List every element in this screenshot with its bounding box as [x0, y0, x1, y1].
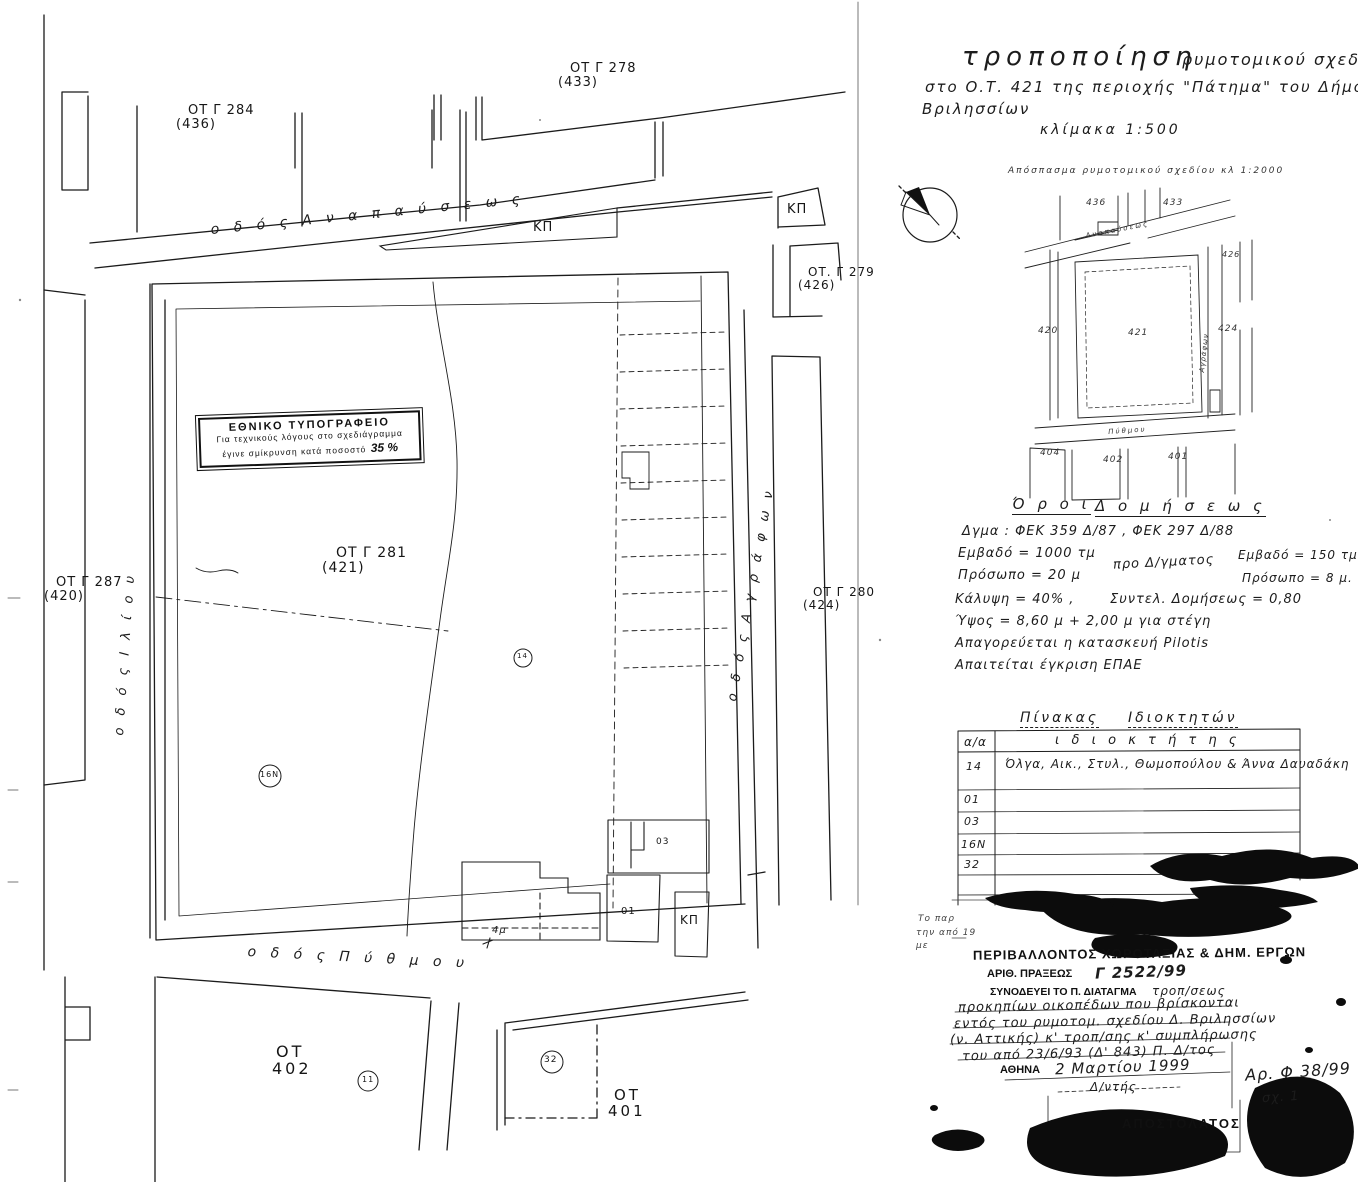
block-label-401: ΟΤ 401 — [608, 1086, 646, 1120]
owners-heading-2: Ιδιοκτητών — [1128, 710, 1238, 728]
inset-label-402: 402 — [1103, 455, 1124, 465]
approval-fragment-1: Το παρ — [918, 914, 955, 924]
owner-row-no: 16Ν — [961, 838, 987, 851]
kp-label-parcel: ΚΠ — [680, 913, 699, 927]
inset-label-426: 426 — [1222, 250, 1241, 259]
reduction-percent: 35 % — [370, 440, 399, 455]
street-anapafseos-lines — [89, 179, 773, 269]
owners-col-owner: ι δ ι ο κ τ ή τ η ς — [1055, 733, 1241, 748]
sheet-number: σχ. 1 — [1261, 1088, 1300, 1107]
terms-area-new: Εμβαδό = 150 τμ. — [1238, 548, 1358, 562]
inset-label-421: 421 — [1128, 328, 1149, 338]
block-label-402: ΟΤ 402 — [272, 1042, 312, 1078]
terms-coefficient: Συντελ. Δομήσεως = 0,80 — [1110, 592, 1303, 607]
doc-title-line3: Βριλησσίων — [922, 100, 1031, 118]
terms-epae: Απαιτείται έγκριση ΕΠΑΕ — [955, 658, 1143, 673]
terms-decree: Δγμα : ΦΕΚ 359 Δ/87 , ΦΕΚ 297 Δ/88 — [962, 524, 1235, 539]
accompanies-line: ΣΥΝΟΔΕΥΕΙ ΤΟ Π. ΔΙΑΤΑΓΜΑ — [990, 986, 1137, 998]
dimension-4m: 4μ — [492, 925, 507, 936]
approval-fragment-3: με — [916, 941, 929, 951]
block-label-g278: ΟΤ Γ 278 (433) — [558, 61, 637, 90]
bottom-blocks-lines — [64, 976, 749, 1182]
owners-col-no: α/α — [964, 735, 987, 749]
owner-row-no: 32 — [964, 858, 980, 871]
inset-label-404: 404 — [1040, 448, 1061, 458]
circle-label-11: 11 — [362, 1075, 375, 1084]
circle-markers — [258, 648, 564, 1092]
owner-row-name: Όλγα, Αικ., Στυλ., Θωμοπούλου & Άννα Δαυ… — [1005, 757, 1350, 771]
approval-signer: ΑΠΟΣΤΟΛΑΤΟΣ — [1122, 1116, 1241, 1131]
inset-label-424: 424 — [1218, 324, 1239, 334]
terms-frontage-old: Πρόσωπο = 20 μ — [958, 568, 1081, 583]
inset-label-433: 433 — [1163, 198, 1184, 208]
main-block-outline — [151, 271, 746, 941]
doc-title-rest: ρυμοτομικού σχεδίου — [1182, 50, 1358, 69]
inset-label-436: 436 — [1086, 198, 1107, 208]
block-label-g284: ΟΤ Γ 284 (436) — [176, 103, 255, 132]
block-label-g287: ΟΤ Γ 287 (420) — [44, 575, 123, 604]
doc-title-line2: στο Ο.Τ. 421 της περιοχής "Πάτημα" του Δ… — [925, 78, 1358, 96]
owner-row-no: 14 — [966, 760, 982, 773]
terms-pilotis: Απαγορεύεται η κατασκευή Pilotis — [955, 636, 1210, 651]
praxis-number: Γ 2522/99 — [1094, 961, 1188, 983]
bottom-parcels-lines — [461, 819, 710, 958]
parcel-label-03: 03 — [656, 837, 670, 847]
main-block-inner-lines — [155, 275, 731, 937]
terms-heading-1: Ό ρ ο ι — [1012, 495, 1091, 515]
approval-fragment-2: την από 19 — [916, 928, 977, 938]
terms-coverage: Κάλυψη = 40% , — [955, 592, 1075, 607]
inset-label-420: 420 — [1038, 326, 1059, 336]
approval-city: ΑΘΗΝΑ — [1000, 1064, 1041, 1076]
inset-label-401: 401 — [1168, 452, 1189, 462]
circle-label-14: 14 — [517, 652, 528, 660]
accompanies-hand: τροπ/σεως — [1152, 984, 1226, 998]
owner-row-no: 03 — [964, 815, 980, 828]
scan-specks — [18, 119, 1331, 642]
approval-director: Δ/ντής — [1090, 1080, 1137, 1094]
inset-title: Απόσπασμα ρυμοτομικού σχεδίου κλ 1:2000 — [1008, 166, 1285, 176]
kp-label-right: ΚΠ — [787, 202, 808, 217]
printing-office-line3: έγινε σμίκρυνση κατά ποσοστό — [222, 444, 367, 460]
owners-table-rules — [957, 728, 1301, 906]
north-arrow-icon — [898, 185, 962, 243]
block-label-g281: ΟΤ Γ 281 (421) — [322, 545, 407, 576]
ink-blotches — [930, 849, 1358, 1177]
terms-frontage-new: Πρόσωπο = 8 μ. — [1242, 571, 1353, 585]
printing-office-stamp: ΕΘΝΙΚΟ ΤΥΠΟΓΡΑΦΕΙΟ Για τεχνικούς λόγους … — [198, 410, 422, 468]
right-blocks-lines — [743, 187, 842, 949]
terms-height: Ύψος = 8,60 μ + 2,00 μ για στέγη — [955, 614, 1212, 629]
owner-row-no: 01 — [964, 793, 980, 806]
circle-label-16n: 16Ν — [260, 770, 280, 779]
block-label-g280: ΟΤ Γ 280 (424) — [803, 585, 875, 612]
circle-label-32: 32 — [544, 1055, 558, 1065]
doc-scale: κλίμακα 1:500 — [1040, 122, 1181, 138]
praxis-label: ΑΡΙΘ. ΠΡΑΞΕΩΣ — [987, 968, 1073, 980]
inset-map-lines — [1024, 187, 1253, 501]
owners-heading-1: Πίνακας — [1020, 710, 1100, 728]
terms-area-old: Εμβαδό = 1000 τμ — [958, 546, 1096, 561]
block-label-g279: ΟΤ. Γ 279 (426) — [798, 265, 875, 292]
doc-title-big: τροποποίηση — [962, 42, 1198, 72]
kp-label-street: ΚΠ — [533, 220, 554, 235]
parcel-label-01: 01 — [621, 906, 636, 917]
left-strip-lines — [7, 283, 166, 1091]
top-left-blocks — [43, 14, 846, 971]
terms-heading-2: Δ ο μ ή σ ε ω ς — [1095, 497, 1266, 517]
